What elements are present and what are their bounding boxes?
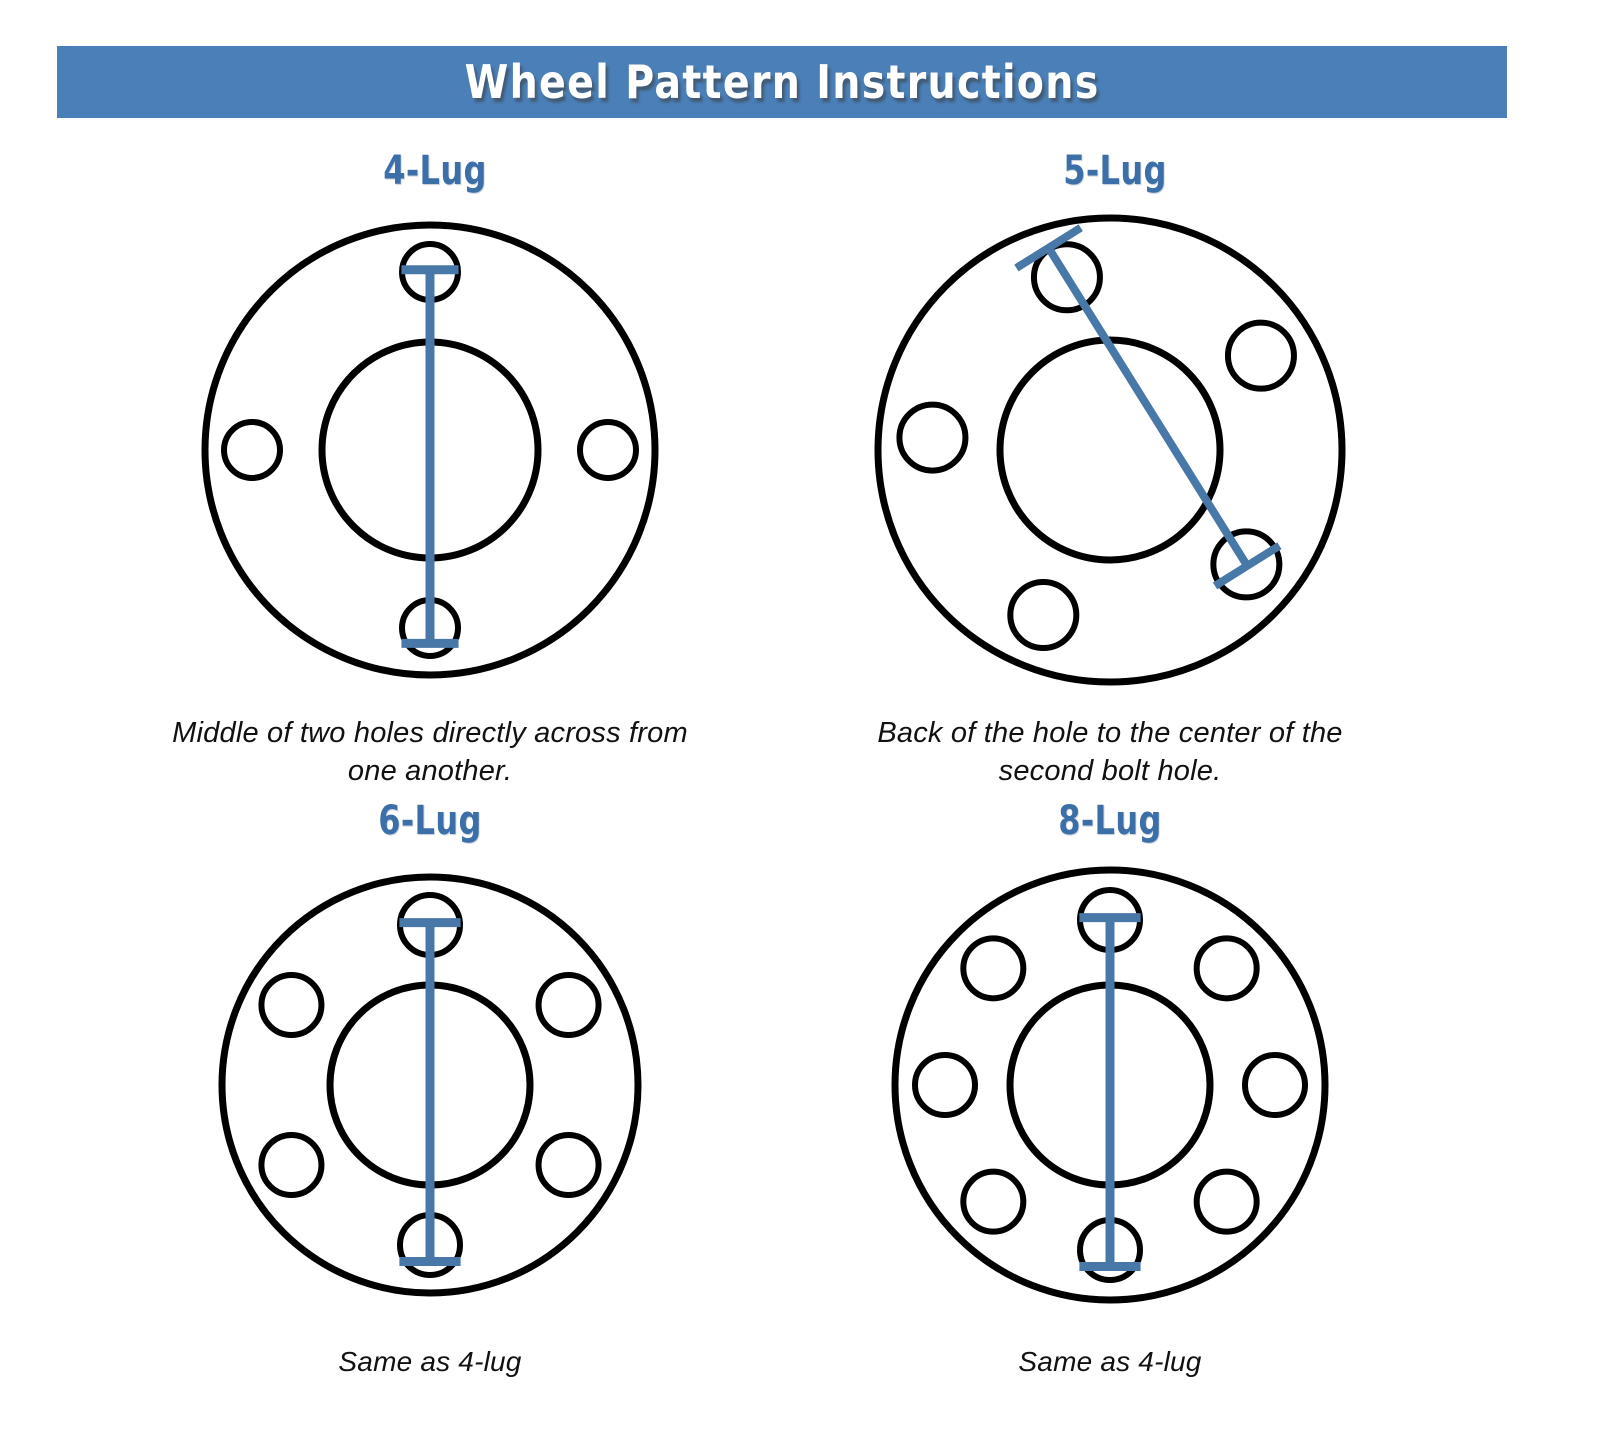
wheel-outer-circle — [891, 866, 1329, 1304]
bolt-hole-1 — [1030, 241, 1103, 314]
lug-title-4lug: 4-Lug — [383, 148, 487, 194]
panel-8lug: 8-Lug Same as 4-lug — [820, 800, 1400, 1420]
caption-4lug: Middle of two holes directly across from… — [172, 717, 688, 788]
panel-5lug: 5-Lug Back of the hole to the center of … — [820, 150, 1400, 790]
lug-title-8lug: 8-Lug — [1058, 798, 1162, 844]
wheel-outer-circle — [201, 221, 659, 679]
measurement-indicator — [1014, 224, 1282, 590]
measure-cap — [1212, 542, 1282, 590]
wheel-outer-circle — [874, 214, 1346, 686]
measurement-indicator — [401, 265, 459, 648]
bolt-hole-2 — [577, 419, 639, 481]
wheel-svg-4lug — [201, 221, 659, 679]
bolt-hole-7 — [912, 1052, 978, 1118]
bolt-hole-2 — [1224, 319, 1297, 392]
bolt-hole-3 — [1210, 528, 1283, 601]
lug-title-6lug: 6-Lug — [378, 798, 482, 844]
wheel-diagram-5lug — [820, 200, 1400, 700]
panel-6lug: 6-Lug Same as 4-lug — [140, 800, 720, 1420]
bolt-hole-4 — [1007, 579, 1080, 652]
header-banner: Wheel Pattern Instructions — [57, 46, 1507, 118]
bolt-hole-3 — [1242, 1052, 1308, 1118]
lug-title-5lug: 5-Lug — [1063, 148, 1167, 194]
measure-cap — [1014, 224, 1083, 272]
wheel-svg-6lug — [218, 873, 642, 1297]
bolt-hole-2 — [535, 972, 602, 1038]
bolt-hole-5 — [896, 401, 969, 474]
wheel-svg-8lug — [891, 866, 1329, 1304]
caption-5lug: Back of the hole to the center of the se… — [877, 717, 1343, 788]
bolt-hole-8 — [960, 935, 1027, 1002]
bolt-hole-6 — [960, 1168, 1027, 1235]
caption-8lug: Same as 4-lug — [1018, 1346, 1202, 1377]
wheel-diagram-6lug — [140, 850, 720, 1320]
bolt-hole-3 — [535, 1132, 602, 1198]
measurement-indicator — [1079, 913, 1141, 1271]
wheel-diagram-4lug — [140, 200, 720, 700]
page-title: Wheel Pattern Instructions — [464, 55, 1100, 109]
wheel-hub-circle — [996, 336, 1224, 564]
measure-line — [1045, 245, 1251, 568]
bolt-hole-4 — [1193, 1168, 1260, 1235]
wheel-outer-circle — [218, 873, 642, 1297]
bolt-hole-5 — [258, 1132, 325, 1198]
bolt-hole-6 — [258, 972, 325, 1038]
bolt-hole-2 — [1193, 935, 1260, 1002]
panel-4lug: 4-Lug Middle of two holes directly acros… — [140, 150, 720, 790]
wheel-diagram-8lug — [820, 850, 1400, 1320]
caption-6lug: Same as 4-lug — [338, 1346, 522, 1377]
measurement-indicator — [399, 918, 461, 1266]
wheel-svg-5lug — [874, 214, 1346, 686]
bolt-hole-4 — [221, 419, 283, 481]
